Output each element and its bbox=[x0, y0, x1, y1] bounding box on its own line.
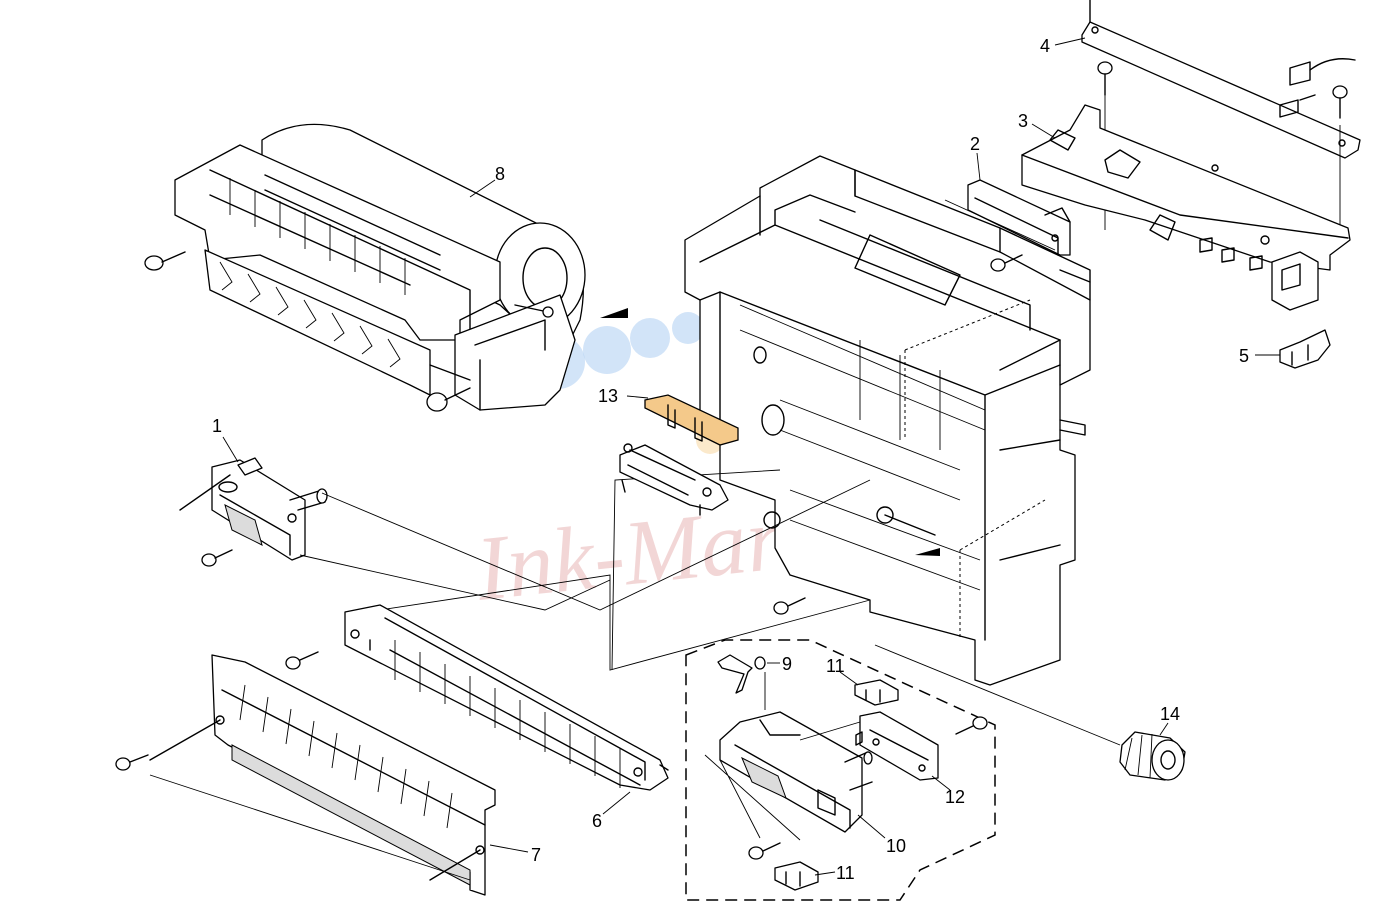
part-14-roller bbox=[874, 644, 1186, 781]
callout-label-10: 10 bbox=[886, 836, 906, 856]
callout-8: 8 bbox=[469, 164, 505, 198]
part-9-lever bbox=[717, 654, 766, 710]
hinge-bracket bbox=[619, 443, 729, 516]
leader-lines bbox=[299, 469, 871, 671]
callout-label-8: 8 bbox=[495, 164, 505, 184]
callout-label-13: 13 bbox=[598, 386, 618, 406]
screw-center bbox=[773, 601, 789, 615]
callout-7: 7 bbox=[489, 844, 541, 865]
callout-label-1: 1 bbox=[212, 416, 222, 436]
callout-label-7: 7 bbox=[531, 845, 541, 865]
part-11-clip-bottom bbox=[774, 861, 819, 891]
part-5-clip bbox=[1279, 329, 1331, 369]
main-frame bbox=[600, 155, 1091, 686]
part-12-board bbox=[799, 711, 939, 781]
callout-label-6: 6 bbox=[592, 811, 602, 831]
screw-7 bbox=[115, 757, 131, 771]
part-6-guide-plate bbox=[344, 604, 669, 791]
callout-3: 3 bbox=[1018, 111, 1056, 139]
part-7-guide-plate bbox=[149, 654, 496, 896]
callout-1: 1 bbox=[212, 416, 239, 463]
kit-outline bbox=[685, 639, 996, 901]
callout-9: 9 bbox=[767, 654, 792, 674]
callout-14: 14 bbox=[1159, 704, 1180, 736]
screw-6 bbox=[285, 656, 301, 670]
part-1-bracket bbox=[179, 457, 328, 567]
callout-label-14: 14 bbox=[1160, 704, 1180, 724]
callout-label-9: 9 bbox=[782, 654, 792, 674]
screw-4a bbox=[1097, 61, 1113, 75]
callout-label-11-bottom: 11 bbox=[836, 863, 855, 883]
callout-12: 12 bbox=[931, 775, 965, 807]
callout-label-11-top: 11 bbox=[826, 656, 845, 676]
callout-label-12: 12 bbox=[945, 787, 965, 807]
part-10-bracket bbox=[704, 711, 873, 841]
callout-13: 13 bbox=[598, 386, 649, 406]
screw-4b bbox=[1332, 85, 1348, 99]
screw-2 bbox=[990, 258, 1006, 272]
part-3-base bbox=[1021, 104, 1351, 311]
callout-label-2: 2 bbox=[970, 134, 980, 154]
screw-10 bbox=[748, 846, 764, 860]
part-11-clip-top bbox=[854, 679, 899, 706]
callout-2: 2 bbox=[970, 134, 981, 181]
screw-12 bbox=[972, 716, 988, 730]
callout-4: 4 bbox=[1040, 36, 1086, 56]
callout-11-top: 11 bbox=[826, 656, 859, 686]
callout-6: 6 bbox=[592, 791, 631, 831]
part-13-block bbox=[644, 394, 739, 446]
callout-11-bottom: 11 bbox=[814, 863, 855, 883]
callout-label-4: 4 bbox=[1040, 36, 1050, 56]
callout-label-5: 5 bbox=[1239, 346, 1249, 366]
callout-5: 5 bbox=[1239, 346, 1280, 366]
part-4-rail bbox=[1081, 0, 1361, 159]
callout-label-3: 3 bbox=[1018, 111, 1028, 131]
part-8-unit bbox=[144, 123, 586, 412]
callout-10: 10 bbox=[857, 814, 906, 856]
